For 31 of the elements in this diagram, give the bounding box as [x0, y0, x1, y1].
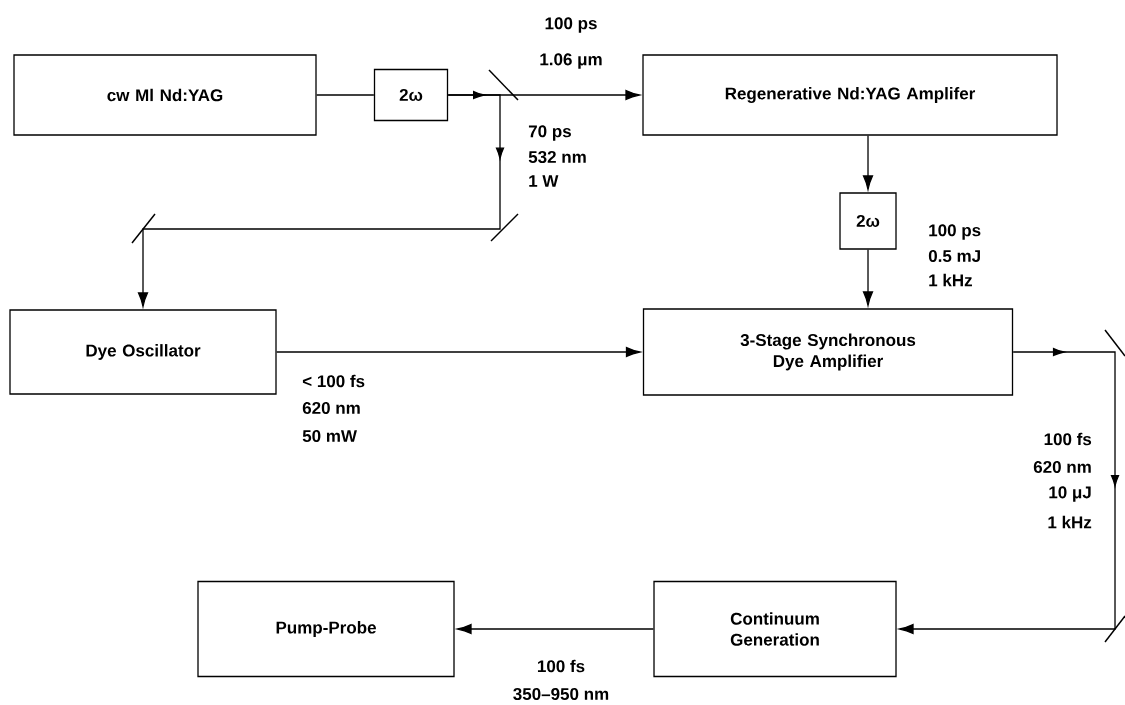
block-box: Regenerative Nd:YAG Amplifer: [642, 54, 1058, 136]
parameter-label: 620 nm: [1033, 461, 1091, 474]
parameter-label: 100 fs: [537, 659, 585, 673]
parameter-label: 1 kHz: [929, 273, 972, 287]
parameter-label: 0.5 mJ: [928, 250, 980, 263]
parameter-label: 70 ps: [528, 125, 571, 141]
beam-arrow: [276, 346, 641, 358]
parameter-label: 1 kHz: [1048, 515, 1092, 529]
block-box: Pump-Probe: [197, 580, 455, 678]
parameter-label: 1.06 μm: [540, 53, 602, 69]
beam-arrow: [862, 135, 874, 190]
parameter-label: 100 ps: [545, 17, 597, 33]
parameter-label: 350–950 nm: [513, 688, 609, 701]
block-box: Dye Oscillator: [9, 309, 277, 395]
block-box: Continuum Generation: [653, 580, 897, 678]
parameter-label: 100 ps: [929, 224, 981, 240]
beam-arrow: [457, 623, 654, 635]
beam-arrow: [862, 249, 874, 306]
block-box: 2ω: [839, 192, 897, 250]
block-box: cw Ml Nd:YAG: [13, 54, 317, 136]
beam-arrow: [137, 94, 505, 307]
parameter-label: 620 nm: [302, 402, 360, 415]
parameter-label: 10 μJ: [1049, 486, 1091, 502]
block-box: 2ω: [373, 68, 449, 122]
beam-arrow: [899, 347, 1120, 635]
block-box: 3-Stage Synchronous Dye Amplifier: [642, 308, 1014, 396]
parameter-label: 50 mW: [302, 430, 357, 443]
parameter-label: 532 nm: [528, 150, 586, 164]
parameter-label: 100 fs: [1044, 432, 1092, 446]
parameter-label: 1 W: [529, 175, 559, 187]
parameter-label: < 100 fs: [302, 374, 365, 388]
